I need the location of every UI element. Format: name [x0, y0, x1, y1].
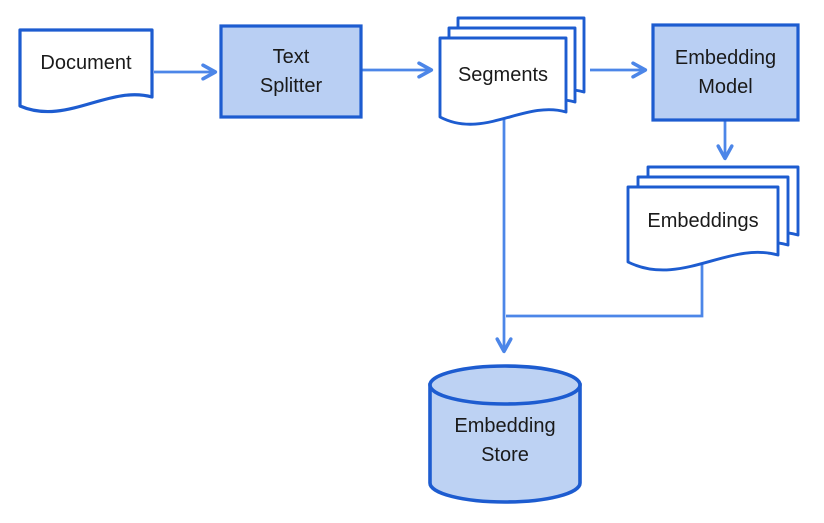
- cylinder-top: [428, 364, 582, 406]
- connectors: [154, 70, 725, 351]
- document-shape: [18, 28, 154, 114]
- embeddings-stack: [626, 165, 800, 272]
- embedding-model-box: [651, 23, 800, 122]
- segments-stack: [438, 16, 586, 126]
- embedding-sheet-front: [626, 185, 780, 272]
- segment-sheet-front: [438, 36, 568, 126]
- embedding-store-cylinder: [428, 364, 582, 504]
- cylinder-body: [428, 383, 582, 504]
- text-splitter-box: [219, 24, 363, 119]
- edge-embeddings-to-junction: [506, 263, 704, 318]
